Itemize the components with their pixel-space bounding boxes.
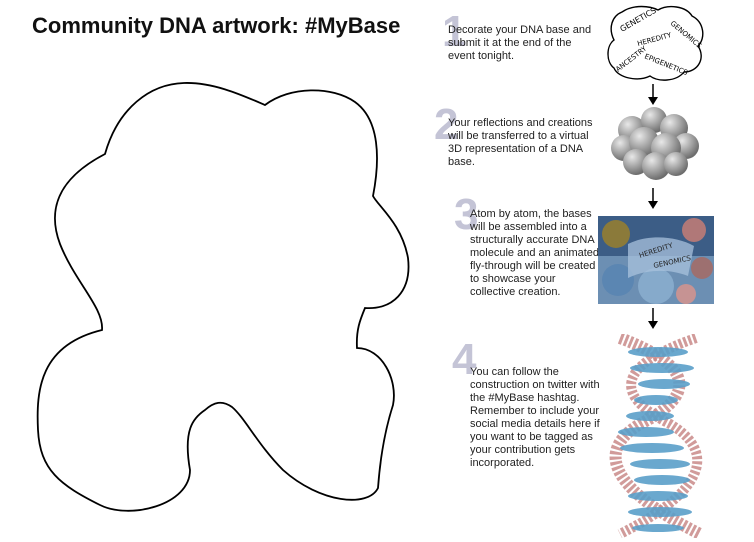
step-3-render-image: HEREDITY GENOMICS bbox=[598, 216, 714, 304]
step-2-number: 2 bbox=[434, 100, 459, 149]
step-3-number: 3 bbox=[454, 190, 479, 239]
dna-base-outline[interactable] bbox=[0, 0, 440, 542]
step-1-sketch: GENETICS HEREDITY GENOMICS EPIGENETICS A… bbox=[607, 5, 704, 81]
step-1-number: 1 bbox=[442, 7, 467, 56]
arrow-down-icon bbox=[648, 84, 658, 105]
dna-helix-image bbox=[609, 334, 703, 538]
step-1-text: Decorate your DNA base and submit it at … bbox=[448, 24, 592, 62]
arrow-down-icon bbox=[648, 308, 658, 329]
step-2-text: Your reflections and creations will be t… bbox=[448, 117, 593, 168]
step-4-text: You can follow the construction on twitt… bbox=[470, 366, 600, 469]
arrow-down-icon bbox=[648, 188, 658, 209]
step-2-3d-model bbox=[611, 107, 699, 180]
step-4-number: 4 bbox=[452, 335, 477, 384]
page-title: Community DNA artwork: #MyBase bbox=[32, 13, 401, 38]
step-3-text: Atom by atom, the bases will be assemble… bbox=[470, 208, 600, 298]
